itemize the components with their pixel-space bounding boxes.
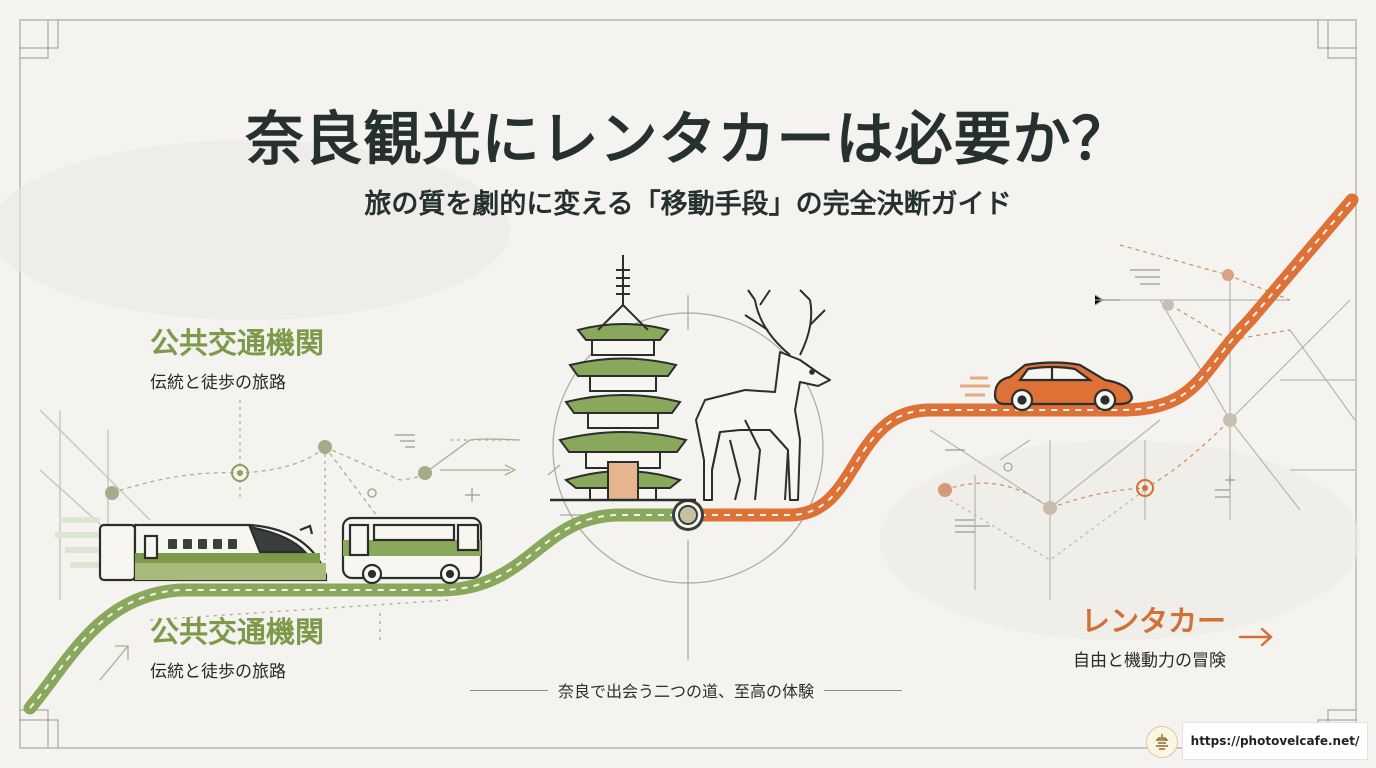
rental-car-heading: レンタカー [1080, 604, 1226, 638]
caption-text: 奈良で出会う二つの道、至高の体験 [558, 682, 815, 701]
public-transport-desc: 伝統と徒歩の旅路 [150, 373, 286, 393]
car-icon [960, 361, 1134, 412]
public-transport-desc: 伝統と徒歩の旅路 [150, 662, 286, 682]
bottom-caption: 奈良で出会う二つの道、至高の体験 [470, 678, 903, 702]
bus-icon [341, 516, 483, 585]
green-route [23, 508, 695, 715]
rental-car-label: レンタカー 自由と機動力の冒険 [1050, 604, 1226, 671]
page-subtitle: 旅の質を劇的に変える「移動手段」の完全決断ガイド [364, 189, 1012, 220]
site-logo-icon [1146, 726, 1178, 758]
site-url-link[interactable]: https://photovelcafe.net/ [1182, 722, 1368, 760]
public-transport-label-top: 公共交通機関 伝統と徒歩の旅路 [150, 326, 324, 393]
arrow-right-icon [1238, 627, 1273, 647]
train-icon [55, 517, 328, 582]
deer-icon [695, 289, 831, 501]
caption-rule-left [470, 689, 548, 691]
junction-node [672, 499, 704, 531]
orange-route [681, 193, 1359, 522]
caption-rule-right [824, 689, 903, 691]
pagoda-icon [550, 255, 696, 502]
page-title: 奈良観光にレンタカーは必要か？ [245, 105, 1131, 173]
public-transport-heading: 公共交通機関 [150, 326, 325, 360]
rental-car-desc: 自由と機動力の冒険 [1073, 651, 1226, 671]
public-transport-heading: 公共交通機関 [150, 615, 325, 649]
public-transport-label-bottom: 公共交通機関 伝統と徒歩の旅路 [150, 615, 324, 682]
